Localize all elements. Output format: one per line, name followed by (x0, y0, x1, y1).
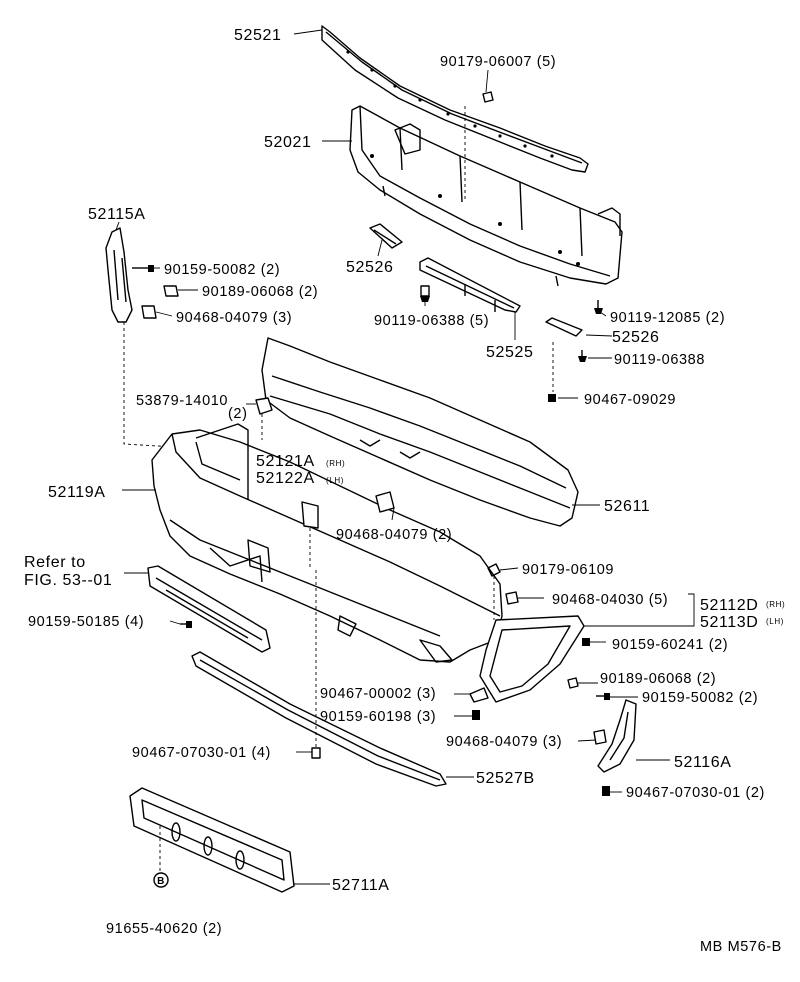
label-90468-04079-b: 90468-04079 (2) (336, 527, 452, 543)
label-52121A: 52121A (256, 453, 315, 470)
label-90467-00002: 90467-00002 (3) (320, 686, 436, 702)
screw-90159-60198 (472, 710, 480, 720)
label-52113D: 52113D (700, 614, 758, 631)
label-90159-50082-b: 90159-50082 (2) (642, 690, 758, 706)
label-90159-60198: 90159-60198 (3) (320, 709, 436, 725)
label-90179-06109: 90179-06109 (522, 562, 614, 578)
label-53879-qty: (2) (228, 406, 248, 422)
label-52021: 52021 (264, 134, 312, 151)
label-refer-to: Refer to (24, 554, 86, 571)
bolt-90119-12085 (594, 300, 603, 314)
label-90119-06388-b: 90119-06388 (614, 352, 705, 368)
extension-52112D-52113D (479, 615, 585, 703)
clip-90468-04079-a (141, 305, 157, 319)
screw-90159-50082-a (132, 265, 154, 272)
label-90159-50185: 90159-50185 (4) (28, 614, 144, 630)
label-52611: 52611 (604, 498, 650, 515)
clip-90468-04030 (505, 591, 519, 605)
label-52112D: 52112D (700, 597, 758, 614)
bumper-reinforcement-52021 (349, 105, 623, 287)
label-90189-06068-b: 90189-06068 (2) (600, 671, 716, 687)
clip-53879-14010 (255, 397, 273, 415)
label-90468-04079-a: 90468-04079 (3) (176, 310, 292, 326)
clip-90179-06109 (487, 563, 501, 577)
bracket-52116A (597, 699, 637, 773)
label-52527B: 52527B (476, 770, 535, 787)
part-labels: 52521 90179-06007 (5) 52021 52115A 90159… (24, 27, 785, 955)
label-52112D-rh: (RH) (766, 600, 785, 609)
label-90468-04079-c: 90468-04079 (3) (446, 734, 562, 750)
pad-52526-upper (369, 223, 403, 249)
clip-90189-06068-b (567, 677, 579, 689)
leader-lines (115, 29, 695, 885)
label-91655-40620: 91655-40620 (2) (106, 921, 222, 937)
label-52121A-rh: (RH) (326, 459, 345, 468)
label-90468-04030: 90468-04030 (5) (552, 592, 668, 608)
label-52525: 52525 (486, 344, 534, 361)
nut-90467-00002 (469, 687, 489, 703)
label-53879-14010: 53879-14010 (136, 393, 228, 409)
drawing-code: MB M576-B (700, 939, 782, 955)
label-52119A: 52119A (48, 484, 106, 501)
label-52115A: 52115A (88, 206, 146, 223)
clip-90468-04079-b (375, 491, 395, 513)
label-90467-09029: 90467-09029 (584, 392, 676, 408)
label-90119-12085: 90119-12085 (2) (610, 310, 725, 326)
clip-90189-06068-a (163, 285, 179, 297)
bracket-52115A (105, 227, 133, 323)
pad-52526-lower (545, 317, 583, 337)
nut-90467-07030-a (311, 747, 321, 759)
label-52526-b: 52526 (612, 329, 660, 346)
clip-90179-06007 (482, 91, 494, 103)
lower-strip-52527B (191, 651, 447, 787)
label-fig-53-01: FIG. 53--01 (24, 572, 112, 589)
bolt-90119-06388-b (578, 350, 587, 362)
clip-90468-04079-c (593, 729, 607, 745)
screw-90159-50185 (180, 621, 192, 628)
label-52122A: 52122A (256, 470, 315, 487)
nut-90467-07030-b (602, 786, 610, 796)
bracket-52121A-52122A (301, 501, 319, 529)
label-90467-07030-a: 90467-07030-01 (4) (132, 745, 271, 761)
energy-absorber-52611 (261, 337, 579, 527)
label-52116A: 52116A (674, 754, 732, 771)
label-52113D-lh: (LH) (766, 617, 784, 626)
label-90467-07030-b: 90467-07030-01 (2) (626, 785, 765, 801)
leader-dash (123, 322, 193, 449)
b-marker: B (153, 872, 169, 888)
bolt-90119-06388-a (420, 285, 430, 302)
bumper-cover-52119A (151, 423, 503, 663)
b-marker-label: B (157, 876, 165, 887)
nut-90467-09029 (548, 394, 556, 402)
label-90189-06068-a: 90189-06068 (2) (202, 284, 318, 300)
screw-90159-50082-b (596, 693, 610, 700)
label-90179-06007: 90179-06007 (5) (440, 54, 556, 70)
label-90119-06388-a: 90119-06388 (5) (374, 313, 489, 329)
label-90159-60241: 90159-60241 (2) (612, 637, 728, 653)
screw-90159-60241 (582, 638, 590, 646)
label-52711A: 52711A (332, 877, 390, 894)
label-90159-50082-a: 90159-50082 (2) (164, 262, 280, 278)
license-bracket-52711A (129, 787, 295, 893)
label-52521: 52521 (234, 27, 282, 44)
label-52526-a: 52526 (346, 259, 394, 276)
label-52122A-lh: (LH) (326, 476, 344, 485)
reinforcement-strip-52521 (321, 25, 589, 173)
lower-bracket-strip (147, 565, 271, 653)
retainer-52525 (419, 257, 521, 313)
